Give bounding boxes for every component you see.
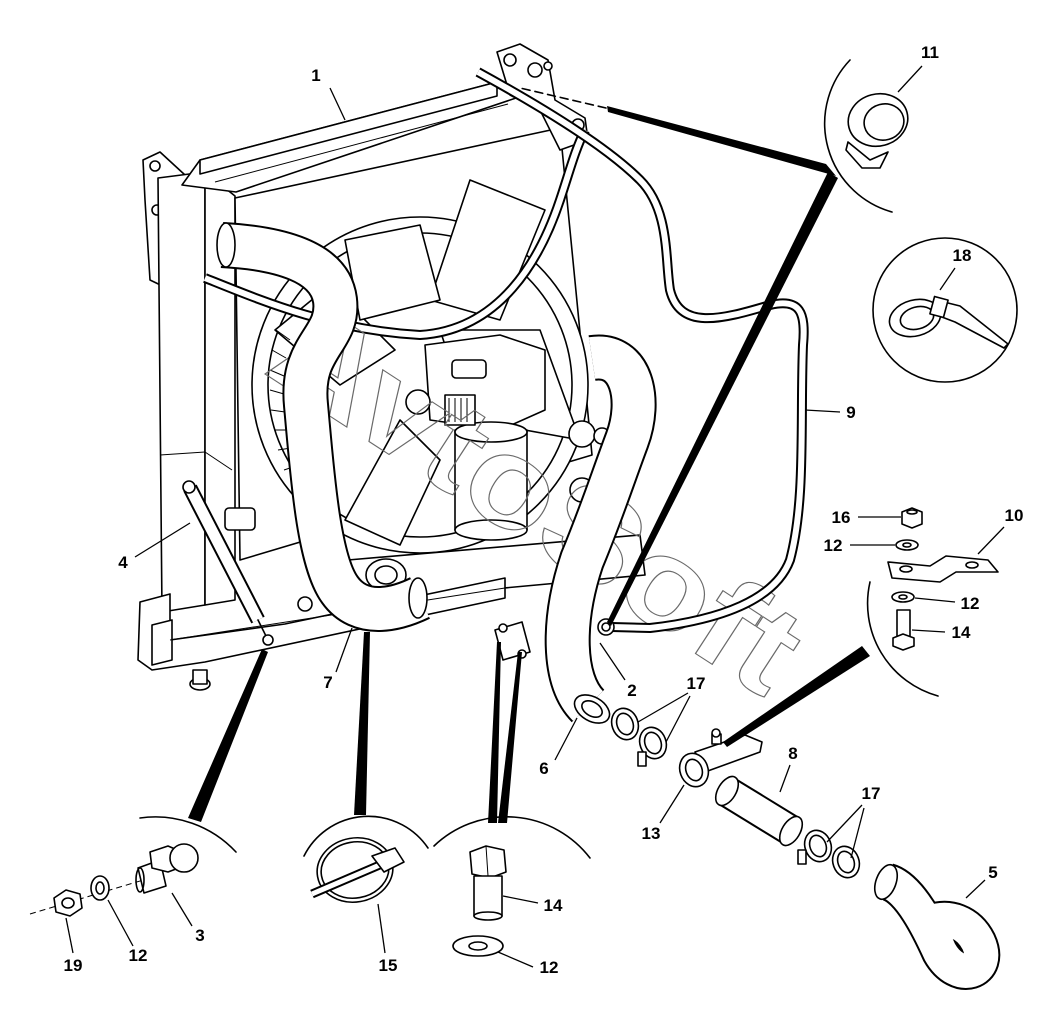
washer-12-upper bbox=[895, 539, 919, 551]
callout-12-bottom: 12 bbox=[540, 958, 559, 977]
hose-5 bbox=[873, 863, 1001, 990]
cable-tie-18 bbox=[888, 295, 1009, 349]
callout-12-bracket-upper: 12 bbox=[824, 536, 843, 555]
detail-circle-fitting bbox=[139, 816, 237, 853]
callout-14-bracket: 14 bbox=[952, 623, 971, 642]
callout-15: 15 bbox=[379, 956, 398, 975]
callout-13: 13 bbox=[642, 824, 661, 843]
gas-strut-4 bbox=[182, 480, 274, 646]
callout-1: 1 bbox=[311, 66, 320, 85]
clamp-13 bbox=[678, 728, 763, 788]
pointer-wedge bbox=[488, 642, 501, 823]
callout-14-bottom: 14 bbox=[544, 896, 563, 915]
callout-7: 7 bbox=[323, 673, 332, 692]
callout-19: 19 bbox=[64, 956, 83, 975]
pointer-wedge bbox=[607, 172, 838, 626]
hose-6 bbox=[544, 334, 657, 724]
washer-12-lower bbox=[891, 591, 915, 603]
nut-19 bbox=[53, 889, 83, 917]
receiver-drier bbox=[405, 334, 546, 541]
callout-9: 9 bbox=[846, 403, 855, 422]
pointer-wedge bbox=[607, 106, 836, 176]
callout-6: 6 bbox=[539, 759, 548, 778]
detail-circle-18 bbox=[872, 237, 1018, 383]
clamp-17-c bbox=[797, 829, 833, 865]
bolt-14-right bbox=[892, 609, 915, 651]
hose-7 bbox=[216, 222, 430, 632]
pointer-wedge bbox=[498, 652, 522, 823]
callout-10: 10 bbox=[1005, 506, 1024, 525]
callout-12-fitting: 12 bbox=[129, 946, 148, 965]
bolt-14-bottom bbox=[469, 845, 507, 921]
callout-11: 11 bbox=[921, 43, 939, 62]
elbow-fitting-3 bbox=[135, 843, 199, 894]
clamp-11 bbox=[845, 92, 909, 169]
assembly-axis bbox=[29, 877, 151, 915]
washer-12-fitting bbox=[90, 875, 110, 901]
washer-12-bottom bbox=[452, 935, 504, 957]
callout-2: 2 bbox=[627, 681, 636, 700]
callout-17-lower: 17 bbox=[862, 784, 881, 803]
detail-circle-bolt bbox=[433, 816, 591, 859]
nut-16 bbox=[901, 507, 923, 529]
callout-5: 5 bbox=[988, 863, 997, 882]
callout-18: 18 bbox=[953, 246, 972, 265]
clamp-17-d bbox=[831, 845, 861, 879]
pointer-wedge bbox=[723, 646, 870, 747]
lynch-pin-15 bbox=[310, 837, 405, 903]
radiator-left-tank bbox=[157, 171, 206, 613]
callout-4: 4 bbox=[118, 553, 128, 572]
clamp-17-b bbox=[637, 726, 668, 767]
callout-12-bracket-lower: 12 bbox=[961, 594, 980, 613]
clamp-17-a bbox=[610, 707, 640, 741]
callout-8: 8 bbox=[788, 744, 797, 763]
callout-labels: 1 11 18 9 16 10 12 12 14 4 7 2 17 6 8 13… bbox=[64, 43, 1024, 977]
detail-circle-11 bbox=[823, 59, 893, 213]
bracket-10 bbox=[887, 555, 999, 583]
detail-circle-bracket bbox=[866, 581, 939, 697]
pointer-wedge bbox=[188, 649, 268, 822]
pipe-8 bbox=[714, 775, 804, 847]
callout-16: 16 bbox=[832, 508, 851, 527]
pointer-wedge bbox=[354, 632, 370, 815]
callout-3: 3 bbox=[195, 926, 204, 945]
callout-17-upper: 17 bbox=[687, 674, 706, 693]
detail-circle-pin bbox=[303, 815, 429, 857]
leader-lines bbox=[65, 65, 1005, 968]
